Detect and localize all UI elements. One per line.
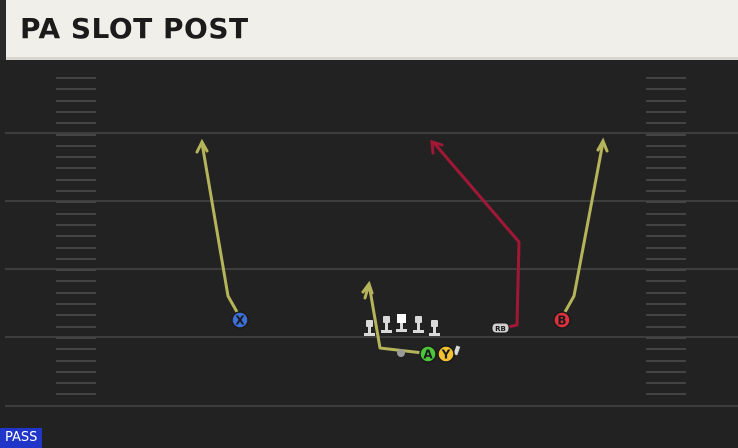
play-type-badge: PASS [0,428,43,448]
route-b [563,140,605,314]
arrowhead-a [361,280,374,295]
player-b-icon [553,311,571,329]
field-background [0,63,738,448]
arrowhead-x [195,138,209,154]
lineman [381,316,392,333]
player-x[interactable]: X [231,311,249,329]
arrowhead-rb [430,139,444,155]
player-y[interactable]: Y [437,345,455,363]
player-a-label: A [423,348,433,362]
play-title: PA SLOT POST [20,12,249,45]
offensive-line [364,314,461,357]
header-accent [0,0,6,60]
routes [200,140,605,355]
center [396,314,407,332]
player-b-label: B [557,314,566,328]
play-header: PA SLOT POST [0,0,738,60]
player-x-icon [231,311,249,329]
yard-lines [5,132,738,407]
player-rb-icon [491,322,510,334]
tight-end-block [453,345,461,356]
arrowheads [195,137,609,295]
lineman [364,320,375,336]
hash-marks [56,77,686,395]
arrowhead-b [596,137,609,153]
player-a[interactable]: A [419,345,437,363]
player-b[interactable]: B [553,311,571,329]
lineman [429,320,440,336]
player-x-label: X [235,314,245,328]
player-rb-label: RB [495,325,506,333]
route-x [200,141,239,314]
player-y-label: Y [441,348,451,362]
lineman [413,316,424,333]
quarterback-marker [397,349,405,357]
route-rb [432,141,521,329]
player-a-icon [419,345,437,363]
player-y-icon [437,345,455,363]
player-rb[interactable]: RB [491,322,510,334]
